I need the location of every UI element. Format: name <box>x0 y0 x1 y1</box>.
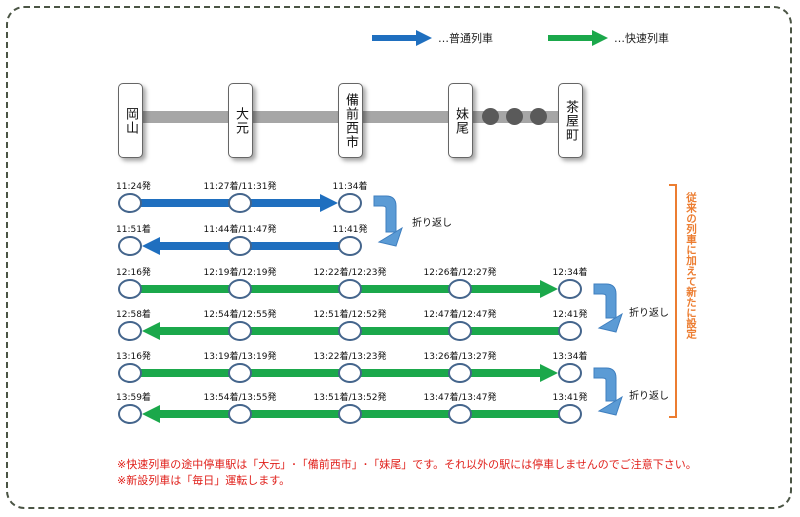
station-stop-circle <box>118 321 142 341</box>
station-name: 大元 <box>233 106 248 135</box>
station-stop-circle <box>448 404 472 424</box>
station-stop-circle <box>448 321 472 341</box>
stop-time-label: 12:22着/12:23発 <box>314 266 387 278</box>
stop-time-label: 13:54着/13:55発 <box>204 391 277 403</box>
stop-time-label: 12:19着/12:19発 <box>204 266 277 278</box>
turnaround-label: 折り返し <box>629 391 669 402</box>
stop-time-label: 13:26着/13:27発 <box>424 350 497 362</box>
train-line <box>130 369 542 377</box>
stop-time-label: 11:24発 <box>116 180 151 192</box>
station-stop-circle <box>228 321 252 341</box>
station-stop-circle <box>118 279 142 299</box>
stop-time-label: 11:41発 <box>333 223 368 235</box>
turnaround-arrowhead <box>597 395 623 416</box>
station-name: 妹尾 <box>453 106 468 135</box>
station-okayama: 岡山 <box>118 83 143 158</box>
arrowhead <box>142 405 160 423</box>
stop-time-label: 13:34着 <box>553 350 588 362</box>
station-stop-circle <box>338 321 362 341</box>
station-stop-circle <box>558 363 582 383</box>
station-stop-circle <box>338 363 362 383</box>
station-stop-circle <box>228 236 252 256</box>
stop-time-label: 12:58着 <box>116 308 151 320</box>
station-stop-circle <box>118 363 142 383</box>
blue-arrow-icon <box>372 30 432 46</box>
diagram-frame <box>6 6 792 509</box>
stop-time-label: 13:19着/13:19発 <box>204 350 277 362</box>
arrowhead <box>142 237 160 255</box>
station-stop-circle <box>558 404 582 424</box>
legend-rapid: …快速列車 <box>548 28 669 48</box>
stop-time-label: 12:51着/12:52発 <box>314 308 387 320</box>
station-chayamachi: 茶屋町 <box>558 83 583 158</box>
turnaround-arrow <box>593 367 617 402</box>
stop-time-label: 12:47着/12:47発 <box>424 308 497 320</box>
station-bizen-nishiichi: 備前西市 <box>338 83 363 158</box>
stop-time-label: 11:34着 <box>333 180 368 192</box>
station-stop-circle <box>338 404 362 424</box>
station-name: 岡山 <box>123 106 138 135</box>
station-stop-circle <box>228 363 252 383</box>
omitted-station-dot <box>482 108 499 125</box>
stop-time-label: 12:26着/12:27発 <box>424 266 497 278</box>
legend-local: …普通列車 <box>372 28 493 48</box>
station-stop-circle <box>228 193 252 213</box>
turnaround-arrowhead <box>597 312 623 333</box>
arrowhead <box>540 280 558 298</box>
station-stop-circle <box>338 193 362 213</box>
legend-rapid-label: …快速列車 <box>614 32 669 45</box>
train-line <box>130 285 542 293</box>
new-trains-label: 従来の列車に加えて新たに設定 <box>685 192 697 339</box>
arrowhead <box>320 194 338 212</box>
turnaround-label: 折り返し <box>412 218 452 229</box>
new-trains-bracket <box>669 184 677 418</box>
stop-time-label: 13:16発 <box>116 350 151 362</box>
station-stop-circle <box>118 404 142 424</box>
station-stop-circle <box>448 363 472 383</box>
omitted-station-dot <box>530 108 547 125</box>
stop-time-label: 12:34着 <box>553 266 588 278</box>
station-stop-circle <box>118 236 142 256</box>
stop-time-label: 12:41発 <box>553 308 588 320</box>
station-stop-circle <box>338 236 362 256</box>
stop-time-label: 13:47着/13:47発 <box>424 391 497 403</box>
train-line <box>130 199 322 207</box>
station-name: 茶屋町 <box>563 99 578 142</box>
station-omoto: 大元 <box>228 83 253 158</box>
station-name: 備前西市 <box>343 92 358 149</box>
stop-time-label: 11:51着 <box>116 223 151 235</box>
stop-time-label: 12:16発 <box>116 266 151 278</box>
station-stop-circle <box>448 279 472 299</box>
stop-time-label: 13:41発 <box>553 391 588 403</box>
station-stop-circle <box>228 279 252 299</box>
train-line <box>158 410 570 418</box>
green-arrow-icon <box>548 30 608 46</box>
train-line <box>158 242 350 250</box>
station-stop-circle <box>558 279 582 299</box>
station-stop-circle <box>338 279 362 299</box>
note-daily-operation: ※新設列車は「毎日」運転します。 <box>117 474 291 487</box>
station-stop-circle <box>558 321 582 341</box>
stop-time-label: 13:22着/13:23発 <box>314 350 387 362</box>
stop-time-label: 13:51着/13:52発 <box>314 391 387 403</box>
station-seno: 妹尾 <box>448 83 473 158</box>
stop-time-label: 12:54着/12:55発 <box>204 308 277 320</box>
stop-time-label: 11:44着/11:47発 <box>204 223 277 235</box>
turnaround-label: 折り返し <box>629 308 669 319</box>
train-line <box>158 327 570 335</box>
turnaround-arrowhead <box>377 226 403 247</box>
arrowhead <box>142 322 160 340</box>
turnaround-arrow <box>373 195 397 233</box>
legend-local-label: …普通列車 <box>438 32 493 45</box>
omitted-station-dot <box>506 108 523 125</box>
arrowhead <box>540 364 558 382</box>
stop-time-label: 13:59着 <box>116 391 151 403</box>
station-stop-circle <box>118 193 142 213</box>
stop-time-label: 11:27着/11:31発 <box>204 180 277 192</box>
station-stop-circle <box>228 404 252 424</box>
note-rapid-stops: ※快速列車の途中停車駅は「大元」･「備前西市」･「妹尾」です。それ以外の駅には停… <box>117 458 697 471</box>
turnaround-arrow <box>593 283 617 319</box>
